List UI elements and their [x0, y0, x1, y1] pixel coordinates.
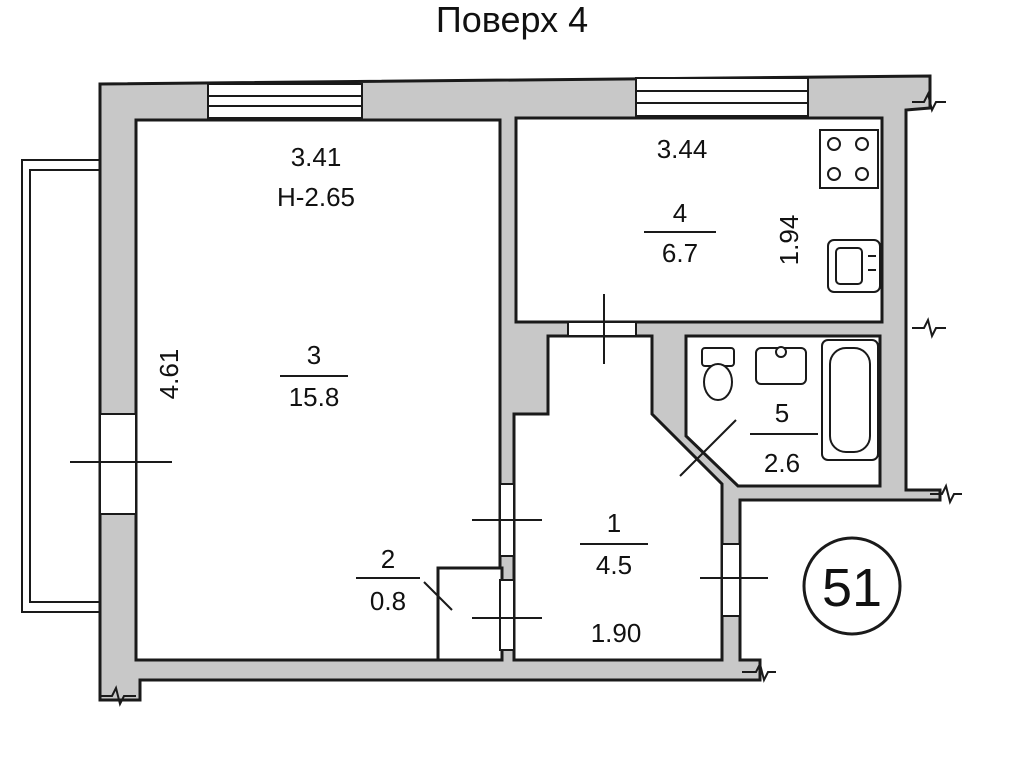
- bathtub-icon: [821, 339, 879, 461]
- washbasin-icon: [755, 346, 807, 385]
- room-4-length: 1.94: [774, 215, 804, 266]
- room-5-area: 2.6: [764, 448, 800, 478]
- room-3-number: 3: [307, 340, 321, 370]
- apartment-number-badge: 51: [802, 536, 902, 636]
- room-1: [512, 334, 724, 662]
- stove-icon: [819, 129, 879, 189]
- sink-icon: [827, 239, 881, 293]
- room-1-number: 1: [607, 508, 621, 538]
- room-3-width: 3.41: [291, 142, 342, 172]
- balcony: [21, 159, 103, 613]
- break-marks: [100, 91, 962, 707]
- room-4-number: 4: [673, 198, 687, 228]
- window-kitchen: [635, 77, 809, 117]
- balcony-door: [70, 413, 172, 515]
- room-4-area: 6.7: [662, 238, 698, 268]
- window-living: [207, 83, 363, 119]
- room-1-width: 1.90: [591, 618, 642, 648]
- toilet-icon: [701, 347, 735, 401]
- room-3-length: 4.61: [154, 349, 184, 400]
- room-5-number: 5: [775, 398, 789, 428]
- room-2-number: 2: [381, 544, 395, 574]
- door-markers: [423, 294, 768, 651]
- apartment-number: 51: [822, 558, 882, 618]
- room-4-width: 3.44: [657, 134, 708, 164]
- room-3-height: Н-2.65: [277, 182, 355, 212]
- room-2: [436, 566, 504, 662]
- room-3-area: 15.8: [289, 382, 340, 412]
- floor-title: Поверх 4: [436, 0, 588, 40]
- room-1-area: 4.5: [596, 550, 632, 580]
- room-2-area: 0.8: [370, 586, 406, 616]
